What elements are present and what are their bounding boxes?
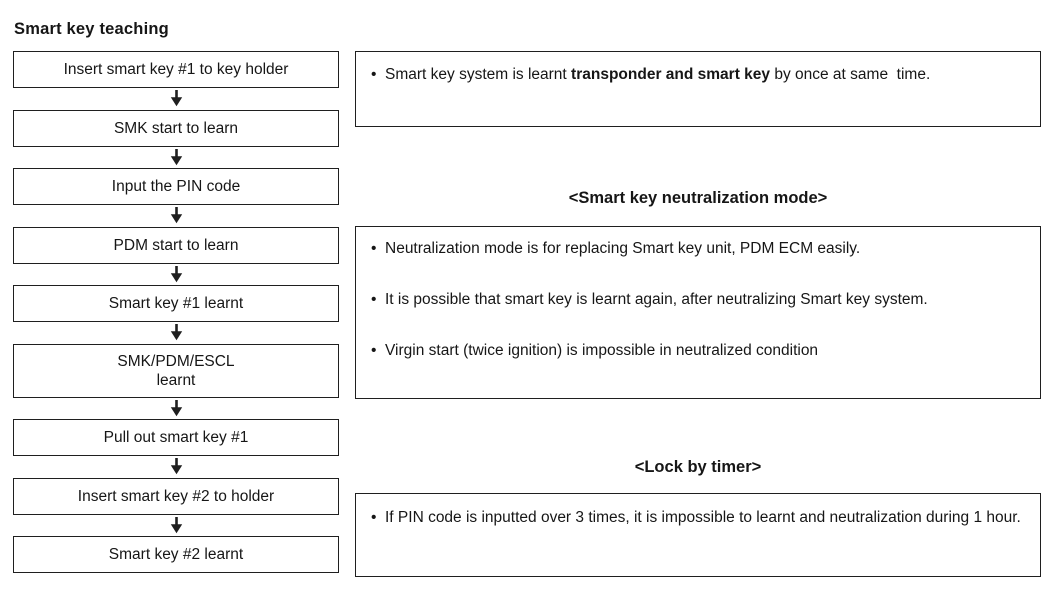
down-arrow-icon [13, 205, 339, 227]
bullet-icon: • [371, 509, 377, 526]
note-text-segment: Smart key system is learnt [385, 66, 572, 83]
flow-step-smart-key-2-learnt: Smart key #2 learnt [13, 536, 339, 573]
note-text-segment: Virgin start (twice ignition) is impossi… [385, 342, 819, 359]
flow-step-input-pin-code: Input the PIN code [13, 168, 339, 205]
down-arrow-icon [13, 398, 339, 420]
down-arrow-icon [13, 456, 339, 478]
note-bullet-item: • Virgin start (twice ignition) is imposs… [369, 340, 1030, 362]
down-arrow-icon [13, 264, 339, 286]
note-neutralization-box: • Neutralization mode is for replacing Sm… [355, 226, 1041, 399]
note-text-segment: If PIN code is inputted over 3 times, it… [385, 509, 1021, 526]
note-bullet-item: • Neutralization mode is for replacing Sm… [369, 238, 1030, 260]
down-arrow-icon [13, 515, 339, 537]
bullet-icon: • [371, 342, 377, 359]
bullet-icon: • [371, 66, 377, 83]
note-text-bold-segment: transponder and smart key [571, 66, 771, 83]
flow-step-pdm-start-to-learn: PDM start to learn [13, 226, 339, 264]
note-text-segment: Neutralization mode is for replacing Sma… [385, 240, 861, 257]
note-text-segment: It is possible that smart key is learnt … [385, 291, 928, 308]
down-arrow-icon [13, 322, 339, 344]
bullet-icon: • [371, 240, 377, 257]
note-bullet-item: • It is possible that smart key is learnt… [369, 289, 1030, 311]
note-text-segment: by once at same time. [770, 66, 931, 83]
heading-neutralization-mode: <Smart key neutralization mode> [568, 189, 828, 207]
heading-lock-by-timer: <Lock by timer> [634, 458, 762, 476]
flow-step-smart-key-1-learnt: Smart key #1 learnt [13, 285, 339, 322]
flow-step-insert-smart-key-1: Insert smart key #1 to key holder [13, 51, 339, 88]
down-arrow-icon [13, 147, 339, 169]
note-smart-key-learning-box: • Smart key system is learnt transponder … [355, 51, 1041, 127]
flow-step-smk-start-to-learn: SMK start to learn [13, 109, 339, 147]
note-bullet-item: • Smart key system is learnt transponder … [369, 64, 970, 86]
flowchart: Insert smart key #1 to key holder SMK st… [13, 51, 339, 573]
note-lock-by-timer-box: • If PIN code is inputted over 3 times, i… [355, 493, 1041, 577]
bullet-icon: • [371, 291, 377, 308]
down-arrow-icon [13, 88, 339, 110]
flow-step-insert-smart-key-2: Insert smart key #2 to holder [13, 477, 339, 515]
flow-step-smk-pdm-escl-learnt: SMK/PDM/ESCL learnt [13, 343, 339, 398]
flow-step-pull-out-smart-key-1: Pull out smart key #1 [13, 419, 339, 456]
page-title: Smart key teaching [14, 20, 169, 38]
note-bullet-item: • If PIN code is inputted over 3 times, i… [369, 507, 1030, 529]
